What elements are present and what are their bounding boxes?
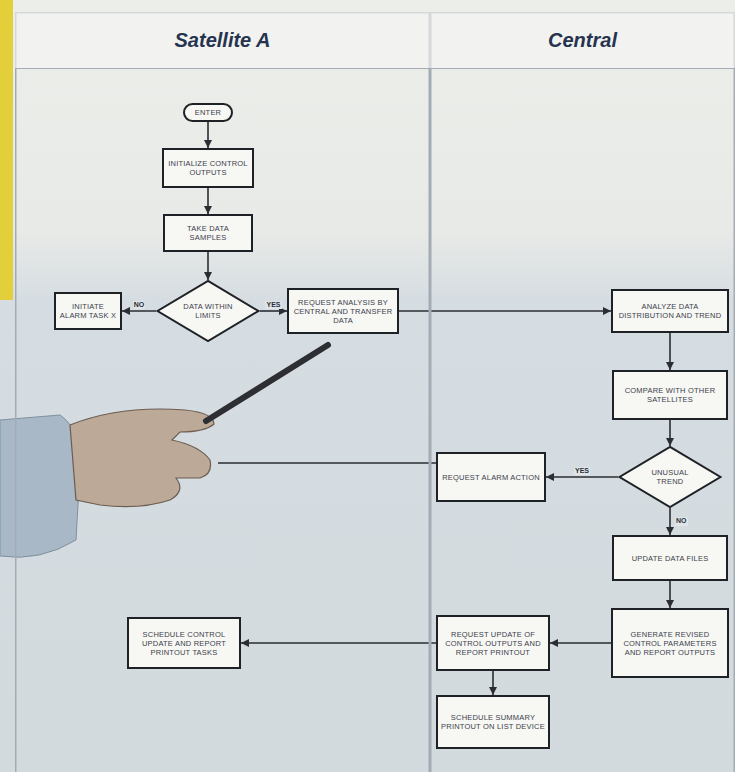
decision-diamond: DATA WITHIN LIMITS (156, 280, 260, 342)
node-text: SCHEDULE SUMMARY PRINTOUT ON LIST DEVICE (441, 713, 545, 731)
lane-title: Central (548, 29, 617, 52)
node-text: REQUEST ANALYSIS BY CENTRAL AND TRANSFER… (292, 298, 394, 325)
node-text: COMPARE WITH OTHER SATELLITES (617, 386, 723, 404)
flow-arrow (399, 310, 611, 312)
node-text: INITIALIZE CONTROL OUTPUTS (167, 159, 249, 177)
node-text: ENTER (195, 108, 221, 117)
node-text: REQUEST ALARM ACTION (442, 473, 540, 482)
node-text: SCHEDULE CONTROL UPDATE AND REPORT PRINT… (132, 630, 236, 657)
process-box: REQUEST ANALYSIS BY CENTRAL AND TRANSFER… (287, 288, 399, 334)
node-text: GENERATE REVISED CONTROL PARAMETERS AND … (616, 630, 724, 657)
edge-label: YES (265, 301, 281, 309)
flow-arrow (207, 252, 209, 280)
flow-arrow (669, 333, 671, 370)
process-box: TAKE DATA SAMPLES (163, 214, 253, 252)
alarm-line (218, 462, 437, 464)
node-text: REQUEST UPDATE OF CONTROL OUTPUTS AND RE… (441, 630, 545, 657)
edge-label: YES (574, 467, 590, 475)
flow-arrow (122, 310, 156, 312)
process-box: REQUEST ALARM ACTION (436, 452, 546, 502)
process-box: COMPARE WITH OTHER SATELLITES (612, 370, 728, 420)
flow-arrow (669, 581, 671, 608)
flow-arrow (492, 671, 494, 695)
pointer (206, 345, 328, 421)
flow-arrow (241, 642, 436, 644)
diamond-shape (620, 447, 721, 507)
diamond-shape (158, 281, 259, 341)
node-text: DATA WITHIN LIMITS (181, 302, 235, 320)
process-box: UPDATE DATA FILES (612, 535, 728, 581)
process-box: ANALYZE DATA DISTRIBUTION AND TREND (611, 289, 729, 333)
hand (70, 409, 214, 507)
process-box: SCHEDULE CONTROL UPDATE AND REPORT PRINT… (127, 617, 241, 669)
node-text: UNUSUAL TREND (643, 468, 697, 486)
process-box: INITIALIZE CONTROL OUTPUTS (162, 148, 254, 188)
terminal-box: ENTER (183, 103, 233, 122)
edge-label: NO (133, 301, 146, 309)
process-box: INITIATE ALARM TASK X (54, 292, 122, 330)
flow-arrow (207, 122, 209, 149)
flow-arrow (550, 642, 611, 644)
edge-label: NO (675, 517, 688, 525)
process-box: GENERATE REVISED CONTROL PARAMETERS AND … (611, 608, 729, 678)
flow-arrow (669, 508, 671, 535)
process-box: SCHEDULE SUMMARY PRINTOUT ON LIST DEVICE (436, 695, 550, 749)
process-box: REQUEST UPDATE OF CONTROL OUTPUTS AND RE… (436, 615, 550, 671)
node-text: TAKE DATA SAMPLES (168, 224, 248, 242)
lane-header: Satellite A (15, 12, 430, 69)
node-text: ANALYZE DATA DISTRIBUTION AND TREND (616, 302, 724, 320)
node-text: INITIATE ALARM TASK X (59, 302, 117, 320)
swimlane: CentralANALYZE DATA DISTRIBUTION AND TRE… (430, 12, 735, 772)
lane-title: Satellite A (175, 29, 271, 52)
flow-arrow (260, 310, 287, 312)
sleeve (0, 415, 80, 557)
lane-header: Central (430, 12, 735, 69)
flow-arrow (207, 188, 209, 214)
yellow-strip (0, 0, 13, 300)
flow-arrow (546, 476, 618, 478)
swimlane: Satellite A ENTER INITIALIZE CONTROL OUTPU… (15, 12, 430, 772)
node-text: UPDATE DATA FILES (632, 554, 709, 563)
flow-arrow (669, 420, 671, 446)
decision-diamond: UNUSUAL TREND (618, 446, 722, 508)
